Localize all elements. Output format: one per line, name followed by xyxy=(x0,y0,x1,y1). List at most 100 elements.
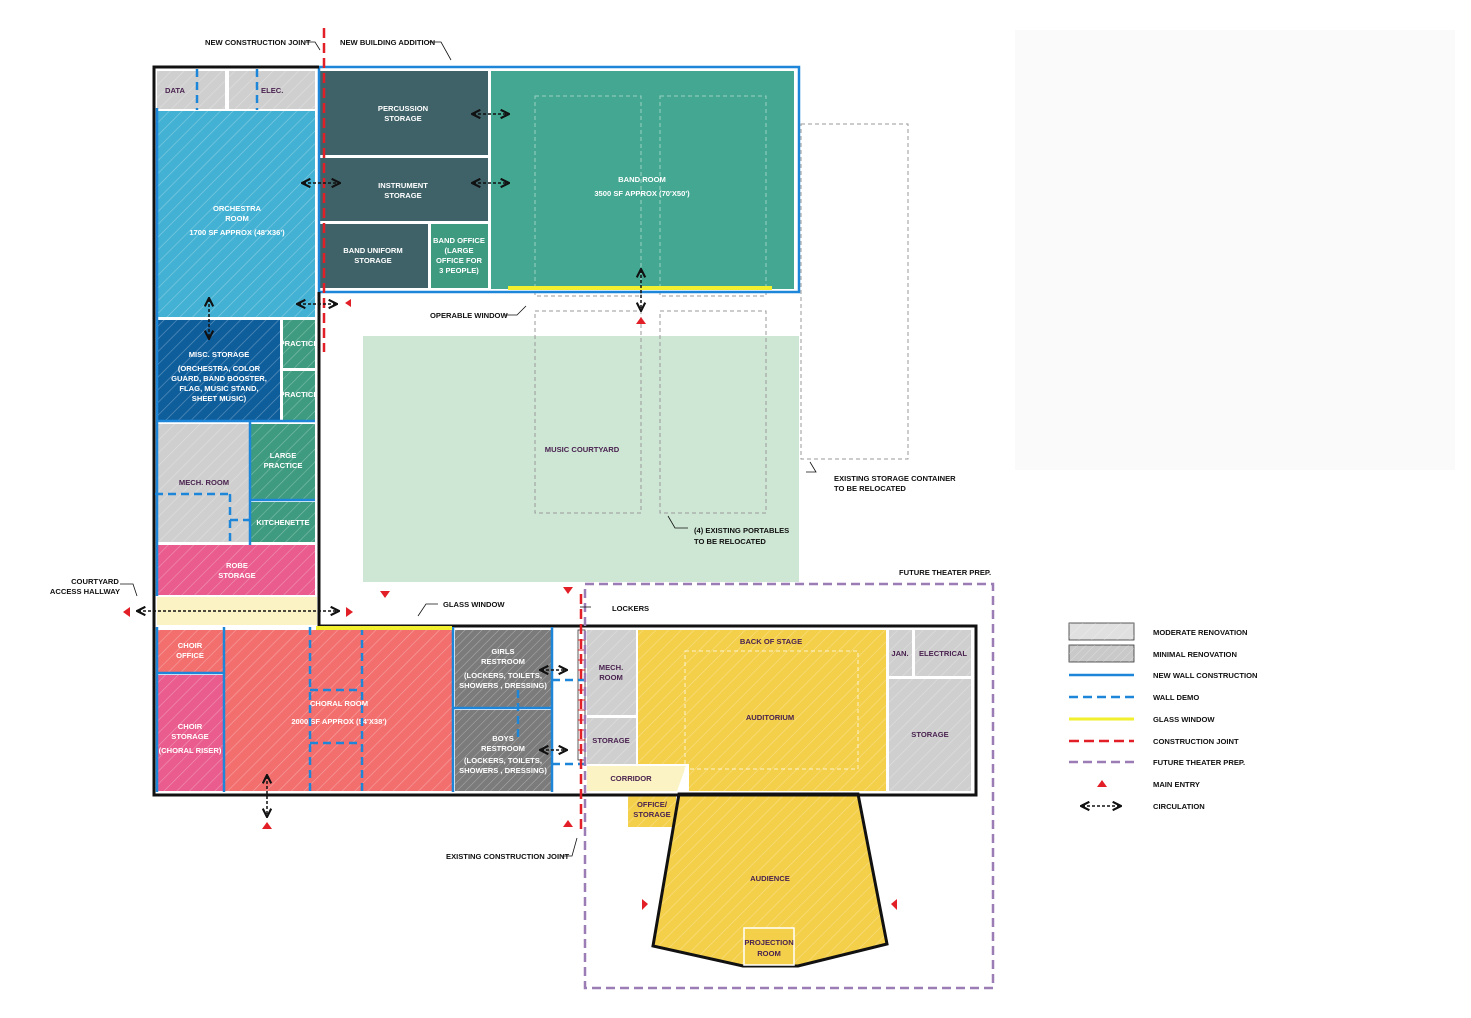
projection-label-2: ROOM xyxy=(757,949,781,958)
background-ghost xyxy=(1015,30,1455,470)
existing-storage-container xyxy=(800,123,909,460)
orchestra-label-3: 1700 SF APPROX (48'X36') xyxy=(189,228,285,237)
new-building-addition-annotation: NEW BUILDING ADDITION xyxy=(340,38,435,47)
robe-storage-label-2: STORAGE xyxy=(218,571,255,580)
band-office-label-1: BAND OFFICE xyxy=(433,236,485,245)
practice-1-label: PRACTICE xyxy=(280,339,319,348)
future-theater-annotation: FUTURE THEATER PREP. xyxy=(899,568,991,577)
stage-outline xyxy=(684,650,859,770)
boys-restroom-label-2: RESTROOM xyxy=(481,744,525,753)
legend-label-joint: CONSTRUCTION JOINT xyxy=(1153,737,1239,746)
legend-label-glass: GLASS WINDOW xyxy=(1153,715,1215,724)
new-walls xyxy=(155,108,554,792)
circulation-arrows xyxy=(138,114,641,816)
instrument-label-2: STORAGE xyxy=(384,191,421,200)
girls-restroom-label-3: (LOCKERS, TOILETS, xyxy=(464,671,542,680)
band-uniform-label-1: BAND UNIFORM xyxy=(343,246,402,255)
storage-container-annotation-2: TO BE RELOCATED xyxy=(834,484,906,493)
instrument-storage xyxy=(319,158,488,221)
auditorium-label: AUDITORIUM xyxy=(746,713,794,722)
data-room-label: DATA xyxy=(165,86,185,95)
instrument-label-1: INSTRUMENT xyxy=(378,181,428,190)
storage-right-label: STORAGE xyxy=(911,730,948,739)
courtyard-hallway-annotation-1: COURTYARD xyxy=(71,577,119,586)
band-office-label-2: (LARGE xyxy=(444,246,473,255)
large-practice-label-2: PRACTICE xyxy=(264,461,303,470)
choir-office-label-2: OFFICE xyxy=(176,651,204,660)
legend-swatch-entry xyxy=(1097,780,1107,787)
band-office-label-3: OFFICE FOR xyxy=(436,256,482,265)
legend-label-minimal: MINIMAL RENOVATION xyxy=(1153,650,1237,659)
band-room xyxy=(491,71,794,289)
misc-storage-label-3: GUARD, BAND BOOSTER, xyxy=(171,374,267,383)
operable-window-annotation: OPERABLE WINDOW xyxy=(430,311,508,320)
choir-storage-label-1: CHOIR xyxy=(178,722,203,731)
music-courtyard xyxy=(363,336,799,582)
band-uniform-label-2: STORAGE xyxy=(354,256,391,265)
boys-restroom-label-4: SHOWERS , DRESSING) xyxy=(459,766,547,775)
orchestra-label-1: ORCHESTRA xyxy=(213,204,262,213)
band-room-label-1: BAND ROOM xyxy=(618,175,666,184)
large-practice-label-1: LARGE xyxy=(270,451,297,460)
janitor-label: JAN. xyxy=(891,649,908,658)
percussion-label-1: PERCUSSION xyxy=(378,104,428,113)
corridor xyxy=(587,766,686,791)
legend: MODERATE RENOVATION MINIMAL RENOVATION N… xyxy=(1068,622,1257,811)
percussion-label-2: STORAGE xyxy=(384,114,421,123)
orchestra-label-2: ROOM xyxy=(225,214,249,223)
misc-storage-label-4: FLAG, MUSIC STAND, xyxy=(179,384,258,393)
girls-restroom-label-2: RESTROOM xyxy=(481,657,525,666)
legend-label-wall-demo: WALL DEMO xyxy=(1153,693,1199,702)
band-uniform-storage xyxy=(319,224,428,288)
robe-storage-label-1: ROBE xyxy=(226,561,248,570)
legend-label-entry: MAIN ENTRY xyxy=(1153,780,1200,789)
misc-storage-label-5: SHEET MUSIC) xyxy=(192,394,247,403)
boys-restroom-label-3: (LOCKERS, TOILETS, xyxy=(464,756,542,765)
band-office-label-4: 3 PEOPLE) xyxy=(439,266,479,275)
projection-label-1: PROJECTION xyxy=(744,938,793,947)
office-storage-label-1: OFFICE/ xyxy=(637,800,668,809)
storage-small-label: STORAGE xyxy=(592,736,629,745)
mech-room-right-label-1: MECH. xyxy=(599,663,623,672)
projection-room xyxy=(743,927,795,966)
misc-storage-label-1: MISC. STORAGE xyxy=(189,350,250,359)
practice-2-label: PRACTICE xyxy=(280,390,319,399)
misc-storage-label-2: (ORCHESTRA, COLOR xyxy=(178,364,261,373)
portables-annotation-1: (4) EXISTING PORTABLES xyxy=(694,526,789,535)
back-of-stage-label: BACK OF STAGE xyxy=(740,637,802,646)
courtyard-hallway-annotation-2: ACCESS HALLWAY xyxy=(50,587,120,596)
legend-label-circulation: CIRCULATION xyxy=(1153,802,1205,811)
girls-restroom-label-4: SHOWERS , DRESSING) xyxy=(459,681,547,690)
corridor-label: CORRIDOR xyxy=(610,774,652,783)
new-construction-joint-annotation: NEW CONSTRUCTION JOINT xyxy=(205,38,311,47)
choral-room-label-1: CHORAL ROOM xyxy=(310,699,368,708)
office-storage-label-2: STORAGE xyxy=(633,810,670,819)
girls-restroom-label-1: GIRLS xyxy=(491,647,514,656)
band-office xyxy=(431,224,488,288)
glass-window-annotation: GLASS WINDOW xyxy=(443,600,505,609)
choir-storage-label-2: STORAGE xyxy=(171,732,208,741)
music-courtyard-label: MUSIC COURTYARD xyxy=(545,445,620,454)
wall-demo xyxy=(155,69,588,792)
mech-room-right-label-2: ROOM xyxy=(599,673,623,682)
existing-construction-joint-annotation: EXISTING CONSTRUCTION JOINT xyxy=(446,852,570,861)
lockers-annotation: LOCKERS xyxy=(612,604,649,613)
choral-room-label-2: 2000 SF APPROX (54'X38') xyxy=(291,717,387,726)
legend-label-new-wall: NEW WALL CONSTRUCTION xyxy=(1153,671,1257,680)
boys-restroom-label-1: BOYS xyxy=(492,734,514,743)
audience-label: AUDIENCE xyxy=(750,874,790,883)
storage-container-annotation-1: EXISTING STORAGE CONTAINER xyxy=(834,474,956,483)
legend-label-future: FUTURE THEATER PREP. xyxy=(1153,758,1245,767)
choir-storage-label-3: (CHORAL RISER) xyxy=(159,746,222,755)
band-room-label-2: 3500 SF APPROX (70'X50') xyxy=(594,189,690,198)
portables-annotation-2: TO BE RELOCATED xyxy=(694,537,766,546)
kitchenette-label: KITCHENETTE xyxy=(256,518,309,527)
main-entries xyxy=(123,299,897,910)
elec-room-label: ELEC. xyxy=(261,86,283,95)
percussion-storage xyxy=(319,71,488,155)
future-theater-outline xyxy=(583,582,995,990)
electrical-label: ELECTRICAL xyxy=(919,649,967,658)
legend-label-moderate: MODERATE RENOVATION xyxy=(1153,628,1248,637)
choir-office-label-1: CHOIR xyxy=(178,641,203,650)
